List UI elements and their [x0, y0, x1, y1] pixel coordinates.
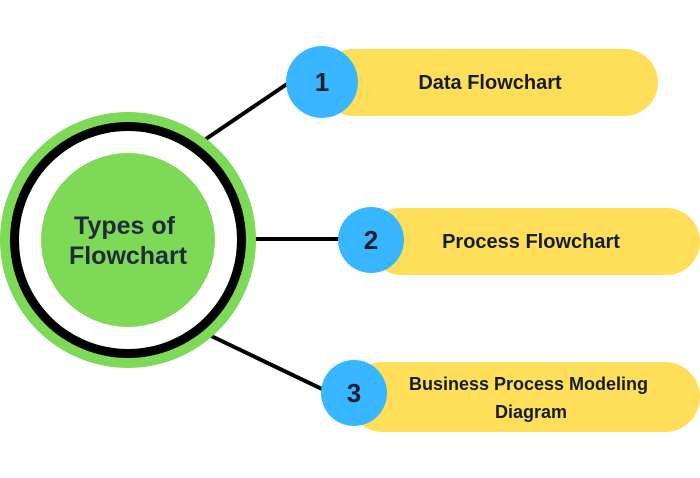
item-1-number-badge — [286, 46, 358, 118]
item-1-label: Data Flowchart — [418, 72, 562, 94]
connector-line-3 — [204, 331, 325, 392]
center-green-core — [41, 153, 215, 327]
center-title-line-1: Types of — [74, 212, 176, 240]
item-3-label: Business Process Modeling Diagram — [409, 374, 653, 422]
item-2-label: Process Flowchart — [442, 231, 620, 253]
item-3-number: 3 — [347, 378, 361, 408]
item-2-pill — [368, 208, 700, 275]
flowchart-type-item-3: 3 Business Process Modeling Diagram — [321, 360, 700, 432]
item-3-number-badge — [321, 360, 387, 426]
center-title: Types of Flowchart — [69, 212, 188, 270]
flowchart-type-item-1: 1 Data Flowchart — [286, 46, 658, 118]
item-3-label-line-1: Business Process Modeling — [409, 374, 648, 394]
item-1-number: 1 — [315, 67, 329, 97]
flowchart-type-item-2: 2 Process Flowchart — [338, 207, 700, 275]
item-3-pill — [348, 362, 700, 432]
connector-line-1 — [195, 80, 292, 147]
item-2-number: 2 — [364, 225, 378, 255]
center-title-line-2: Flowchart — [69, 242, 188, 270]
item-2-number-badge — [338, 207, 404, 273]
center-hub: Types of Flowchart — [0, 112, 256, 368]
item-3-label-line-2: Diagram — [495, 402, 567, 422]
item-1-pill — [320, 49, 658, 116]
